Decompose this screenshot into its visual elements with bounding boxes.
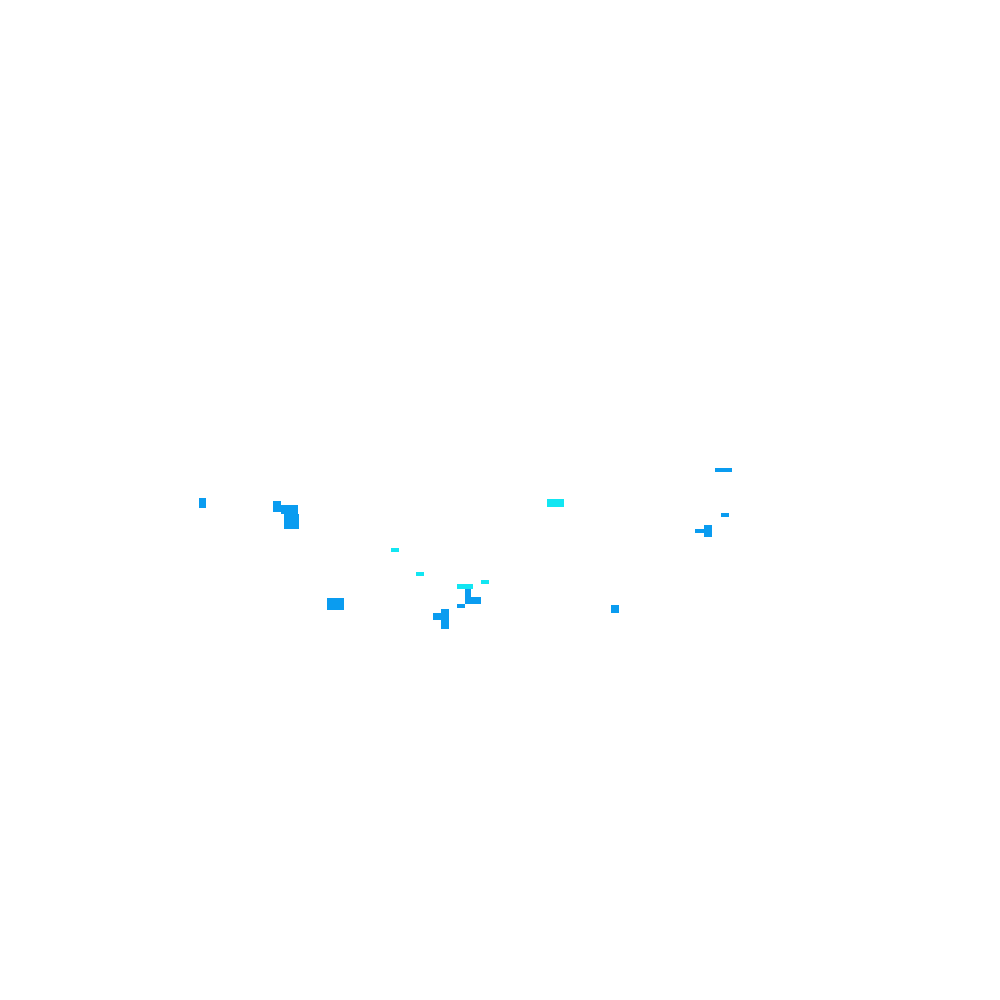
speck — [704, 525, 712, 537]
speck — [416, 572, 424, 576]
speck — [611, 605, 619, 613]
speck — [465, 589, 471, 600]
speck — [327, 598, 344, 610]
speck — [281, 505, 298, 514]
speck — [391, 548, 399, 552]
speck-layer-blue — [199, 468, 732, 629]
speck — [715, 468, 732, 472]
speck — [441, 609, 449, 629]
speck-layer-cyan — [391, 499, 564, 589]
speck — [273, 501, 281, 512]
speck — [433, 613, 443, 620]
speck — [465, 597, 481, 604]
speck — [457, 584, 473, 589]
speck — [284, 514, 299, 529]
speck — [457, 604, 465, 608]
speck — [721, 513, 729, 517]
speck — [199, 498, 206, 508]
speck — [695, 529, 705, 533]
speck — [547, 499, 564, 507]
speck — [481, 580, 489, 584]
